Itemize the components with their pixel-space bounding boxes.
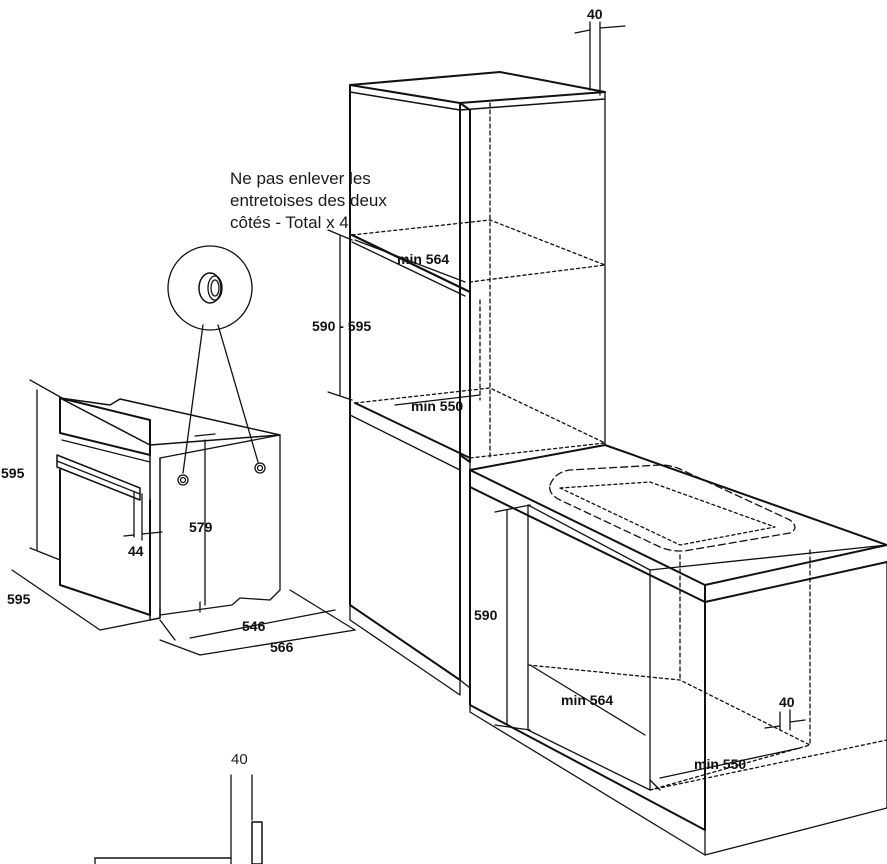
- oven: [56, 397, 281, 621]
- column-depth-label: min 550: [411, 398, 463, 414]
- column-width-label: min 564: [397, 251, 449, 267]
- note-line-2: entretoises des deux: [230, 191, 387, 210]
- oven-depth-total-label: 566: [270, 639, 294, 655]
- column-top-gap-label: 40: [587, 6, 603, 22]
- oven-panel-label: 44: [128, 543, 144, 559]
- under-counter-cabinet: [469, 444, 887, 856]
- column-width-dimension: [354, 239, 466, 283]
- under-height-dimension: [494, 504, 531, 731]
- oven-width-dimension: [11, 569, 151, 631]
- oven-inner-height-label: 579: [189, 519, 213, 535]
- column-height-dimension: [327, 229, 353, 401]
- detail-gap-label: 40: [231, 751, 248, 768]
- under-depth-dimension: [659, 747, 801, 779]
- under-width-label: min 564: [561, 692, 613, 708]
- spacer-note: Ne pas enlever les entretoises des deux …: [230, 168, 470, 234]
- oven-depth-inner-label: 546: [242, 618, 266, 634]
- under-gap-label: 40: [779, 694, 795, 710]
- under-width-dimension: [529, 664, 646, 736]
- column-height-label: 590 - 595: [312, 318, 371, 334]
- oven-height-label: 595: [1, 465, 25, 481]
- under-height-label: 590: [474, 607, 498, 623]
- oven-depth-dimension: [159, 589, 356, 656]
- spacer-magnifier: [167, 245, 259, 474]
- under-depth-label: min 550: [694, 756, 746, 772]
- column-top-gap-dimension: [574, 21, 626, 96]
- oven-width-label: 595: [7, 591, 31, 607]
- column-cabinet: [349, 71, 606, 706]
- column-depth-dimension: [394, 299, 481, 406]
- oven-panel-dimension: [123, 491, 163, 541]
- note-line-1: Ne pas enlever les: [230, 169, 371, 188]
- note-line-3: côtés - Total x 4: [230, 213, 349, 232]
- oven-inner-height-dimension: [194, 433, 216, 606]
- detail-gap-view: [94, 774, 263, 864]
- oven-height-dimension: [29, 379, 63, 561]
- under-gap-dimension: [764, 709, 806, 731]
